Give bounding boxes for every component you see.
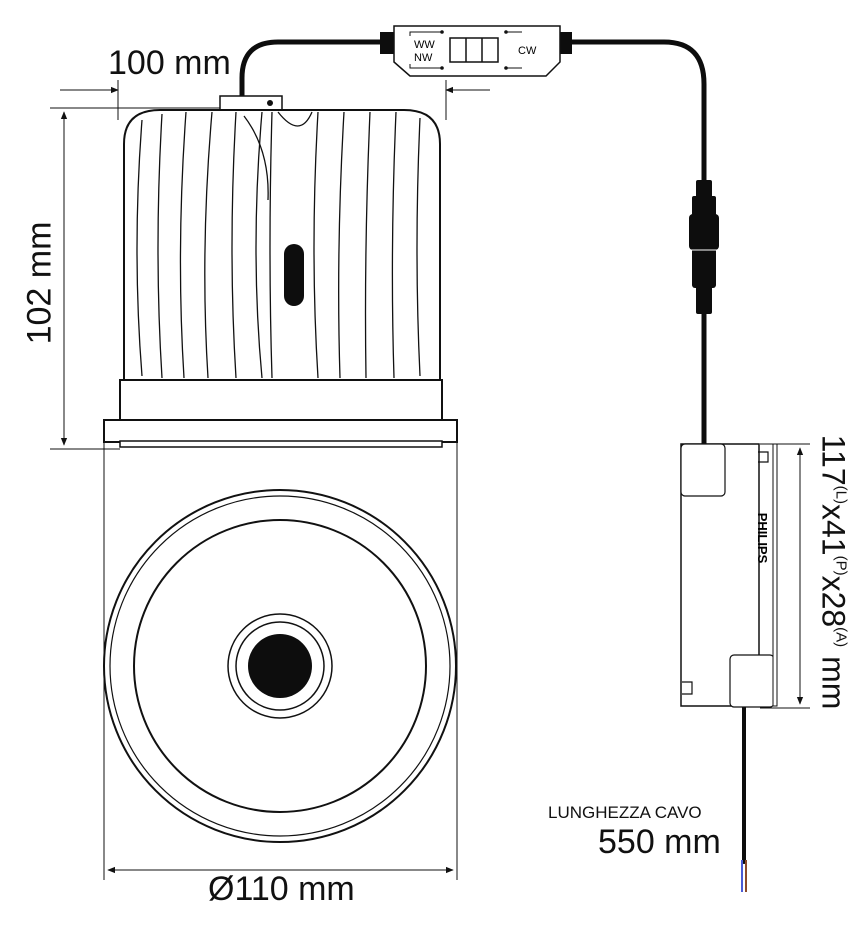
height-label: 102 mm: [20, 221, 59, 345]
cable-lamp-to-switch: [239, 39, 383, 103]
switch-slider: [449, 37, 499, 63]
switch-label-cw: CW: [518, 45, 537, 57]
driver-length-tag: (L): [832, 485, 850, 504]
diameter-label: Ø110 mm: [208, 870, 355, 908]
heat-sink-slot: [284, 244, 304, 306]
switch-label-ww: WW: [414, 39, 435, 51]
cct-switch: WW NW CW: [380, 25, 572, 77]
heat-sink: [123, 109, 441, 383]
flange: [103, 419, 458, 443]
dimension-lines: [50, 80, 810, 880]
lamp-front-view: [103, 489, 457, 843]
cable-switch-to-driver: [569, 39, 707, 185]
cable-length-value: 550 mm: [598, 823, 721, 861]
driver-height-value: x28: [815, 575, 852, 628]
driver-depth-value: x41: [815, 503, 852, 556]
led-driver: PHILIPS: [680, 443, 778, 708]
power-cable: [239, 39, 746, 864]
lamp-side-view: [103, 95, 458, 448]
output-wires: [741, 860, 747, 892]
driver-length-value: 117: [815, 434, 852, 486]
led-lens: [248, 634, 312, 698]
driver-depth-tag: (P): [832, 555, 850, 576]
driver-height-tag: (A): [832, 627, 850, 648]
inline-connector: [689, 180, 719, 314]
width-label: 100 mm: [108, 44, 231, 82]
driver-brand: PHILIPS: [755, 513, 770, 564]
switch-label-nw: NW: [414, 52, 433, 64]
cable-length-caption: LUNGHEZZA CAVO: [548, 803, 702, 822]
driver-unit: mm: [815, 647, 852, 710]
driver-dimension-label: 117(L)x41(P)x28(A) mm: [815, 435, 852, 710]
